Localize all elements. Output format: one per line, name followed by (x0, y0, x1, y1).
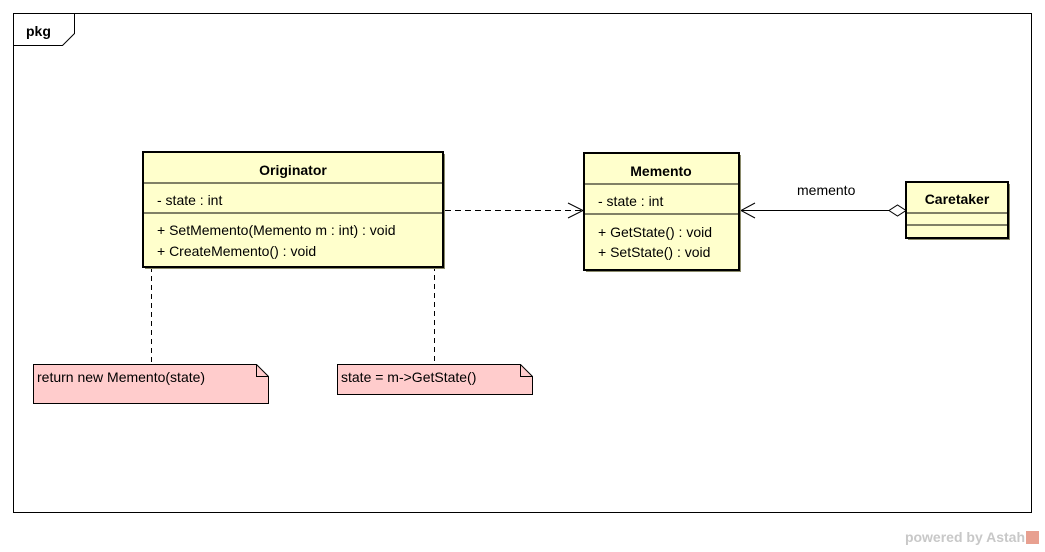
operation-create-memento: + CreateMemento() : void (157, 243, 316, 259)
frame-label: pkg (26, 23, 51, 39)
association-role-label: memento (797, 182, 856, 198)
class-memento[interactable]: Memento - state : int + GetState() : voi… (583, 152, 741, 272)
attribute-memento-state: - state : int (598, 193, 663, 209)
class-originator[interactable]: Originator - state : int + SetMemento(Me… (142, 151, 445, 269)
note-text-set-memento: state = m->GetState() (341, 369, 476, 385)
astah-watermark: powered by Astah (905, 529, 1039, 545)
attribute-originator-state: - state : int (157, 192, 222, 208)
note-text-create-memento: return new Memento(state) (37, 369, 205, 385)
note-set-memento[interactable]: state = m->GetState() (337, 364, 533, 395)
class-caretaker[interactable]: Caretaker (905, 181, 1010, 240)
astah-logo-icon (1026, 531, 1039, 544)
note-create-memento[interactable]: return new Memento(state) (33, 364, 269, 404)
class-name-memento: Memento (630, 163, 691, 179)
watermark-text: powered by Astah (904, 529, 1025, 545)
operation-get-state: + GetState() : void (598, 224, 712, 240)
class-name-originator: Originator (259, 162, 327, 178)
operation-set-memento: + SetMemento(Memento m : int) : void (157, 222, 395, 238)
operation-set-state: + SetState() : void (598, 244, 710, 260)
class-name-caretaker: Caretaker (925, 191, 990, 207)
